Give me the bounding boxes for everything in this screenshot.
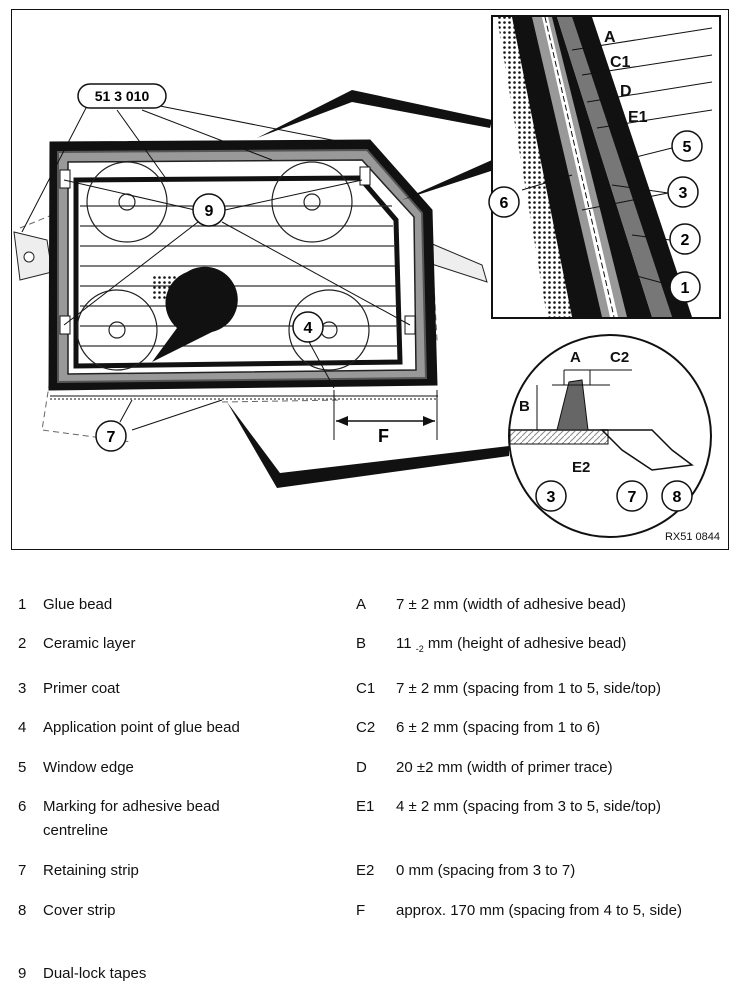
callout-3-bottom [535, 480, 567, 512]
glass-inner [67, 159, 417, 375]
callout-3-top [667, 176, 699, 208]
callout-9 [192, 193, 226, 227]
figure-reference-code: RX51 0844 [664, 531, 720, 543]
svg-text:3: 3 [679, 185, 688, 202]
glass-inner-frame [73, 175, 403, 369]
callout-7-detail [616, 480, 648, 512]
dim-f-label: F [378, 426, 389, 446]
detail-label-e2: E2 [572, 459, 590, 476]
svg-text:6: 6 [500, 195, 509, 212]
zoom-connector-top [257, 90, 492, 138]
callout-7-main [95, 420, 127, 452]
zoom-connector-bottom [227, 402, 509, 488]
detail-label-b: B [519, 398, 530, 415]
heater-lines [80, 205, 398, 347]
callout-1 [669, 271, 701, 303]
svg-text:3: 3 [547, 489, 556, 506]
figure-frame: F A C1 D E1 [11, 9, 729, 550]
svg-text:5: 5 [683, 139, 692, 156]
detail-label-d: D [620, 83, 632, 100]
svg-text:4: 4 [304, 320, 313, 337]
svg-text:7: 7 [628, 489, 637, 506]
callout-2 [669, 223, 701, 255]
detail-label-a-top: A [604, 29, 616, 46]
callout-5 [671, 130, 703, 162]
detail-label-e1: E1 [628, 109, 648, 126]
tool-label-oval [77, 83, 167, 109]
detail-section-top: A C1 D E1 [491, 15, 721, 319]
callout-9-text: 9 [205, 203, 214, 220]
svg-text:8: 8 [673, 489, 682, 506]
svg-text:2: 2 [681, 232, 690, 249]
installation-diagram: F A C1 D E1 [13, 15, 721, 538]
tool-label-text: 51 3 010 [95, 88, 150, 104]
svg-text:1: 1 [681, 280, 690, 297]
callout-4 [292, 311, 324, 343]
callout-6 [488, 186, 520, 218]
callout-8 [661, 480, 693, 512]
detail-label-a-bottom: A [570, 349, 581, 366]
svg-text:7: 7 [107, 429, 116, 446]
detail-label-c1: C1 [610, 54, 631, 71]
detail-label-c2: C2 [610, 349, 629, 366]
